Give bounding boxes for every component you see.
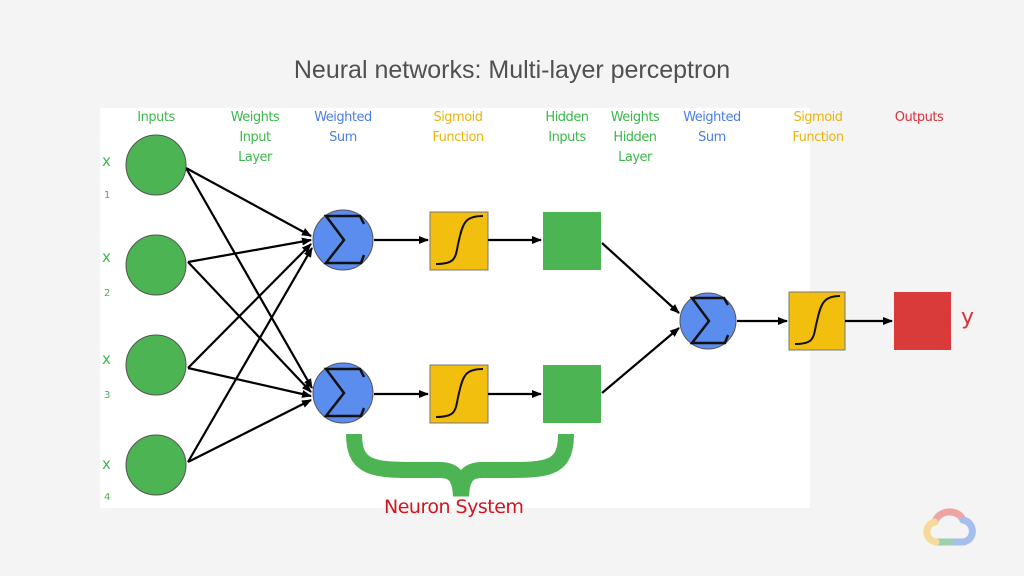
header-sigmoid-function-2: Sigmoid Function xyxy=(780,108,856,148)
input-label-x4: x xyxy=(102,455,111,473)
input-label-x2: x xyxy=(102,248,111,266)
header-weighted-sum-1: Weighted Sum xyxy=(305,108,381,148)
header-line: Layer xyxy=(618,150,652,165)
sigmoid-curve-icon xyxy=(435,215,484,265)
header-sigmoid-function-1: Sigmoid Function xyxy=(420,108,496,148)
hidden-neuron-2 xyxy=(312,362,601,424)
neuron-system-brace xyxy=(346,433,574,497)
header-outputs-text: Outputs xyxy=(894,110,944,125)
header-inputs: Inputs xyxy=(126,108,186,128)
edge-x4-h2 xyxy=(187,399,312,463)
header-line: Weights xyxy=(230,110,280,125)
header-line: Function xyxy=(792,130,844,145)
edge-x3-h1 xyxy=(187,243,312,369)
hidden-node-2 xyxy=(543,365,601,423)
header-inputs-text: Inputs xyxy=(137,110,175,125)
input-nodes xyxy=(125,134,187,496)
header-line: Inputs xyxy=(548,130,586,145)
hidden-node-1 xyxy=(543,212,601,270)
input-node-1 xyxy=(125,134,187,196)
input-index-3: 3 xyxy=(104,390,111,401)
edge-x3-h2 xyxy=(187,366,312,398)
header-line: Weights xyxy=(610,110,660,125)
header-line: Function xyxy=(432,130,484,145)
edge-x2-h1 xyxy=(187,237,312,264)
header-line: Sum xyxy=(329,130,357,145)
sigmoid-curve-icon xyxy=(794,295,841,345)
page-title: Neural networks: Multi-layer perceptron xyxy=(293,56,731,84)
input-node-3 xyxy=(125,334,187,396)
header-outputs: Outputs xyxy=(884,108,954,128)
edge-hid2-out xyxy=(601,327,680,394)
input-index-4: 4 xyxy=(104,492,111,503)
edge-hid1-out xyxy=(601,242,680,314)
sigmoid-box-2 xyxy=(429,364,489,424)
header-hidden-inputs: Hidden Inputs xyxy=(534,108,600,148)
edge-x1-h1 xyxy=(185,167,312,237)
input-weights-edges xyxy=(185,167,313,463)
input-node-4 xyxy=(125,434,187,496)
header-line: Weighted xyxy=(683,110,741,125)
output-neuron xyxy=(679,291,951,351)
input-label-x3: x xyxy=(102,350,111,368)
edge-x1-h2 xyxy=(185,167,313,389)
header-line: Sum xyxy=(698,130,726,145)
input-label-x1: x xyxy=(102,152,111,170)
sigma-icon xyxy=(689,296,730,345)
neuron-system-label: Neuron System xyxy=(384,496,524,518)
sigmoid-curve-icon xyxy=(435,368,484,418)
header-line: Hidden xyxy=(545,110,589,125)
output-node xyxy=(894,292,951,350)
header-weights-input-layer: Weights Input Layer xyxy=(220,108,290,168)
hidden-neuron-1 xyxy=(312,209,601,271)
header-line: Hidden xyxy=(613,130,657,145)
google-cloud-logo-icon xyxy=(923,508,976,546)
header-weighted-sum-2: Weighted Sum xyxy=(674,108,750,148)
header-line: Weighted xyxy=(314,110,372,125)
sigma-icon xyxy=(323,367,366,418)
output-label-y: y xyxy=(961,305,975,330)
header-line: Sigmoid xyxy=(433,110,483,125)
sigma-icon xyxy=(323,214,366,265)
header-weights-hidden-layer: Weights Hidden Layer xyxy=(600,108,670,168)
header-line: Input xyxy=(239,130,271,145)
input-index-1: 1 xyxy=(104,190,111,201)
edge-x2-h2 xyxy=(187,261,312,393)
header-line: Sigmoid xyxy=(793,110,843,125)
input-node-2 xyxy=(125,234,187,296)
header-line: Layer xyxy=(238,150,272,165)
input-index-2: 2 xyxy=(104,288,111,299)
edge-x4-h1 xyxy=(187,247,313,463)
